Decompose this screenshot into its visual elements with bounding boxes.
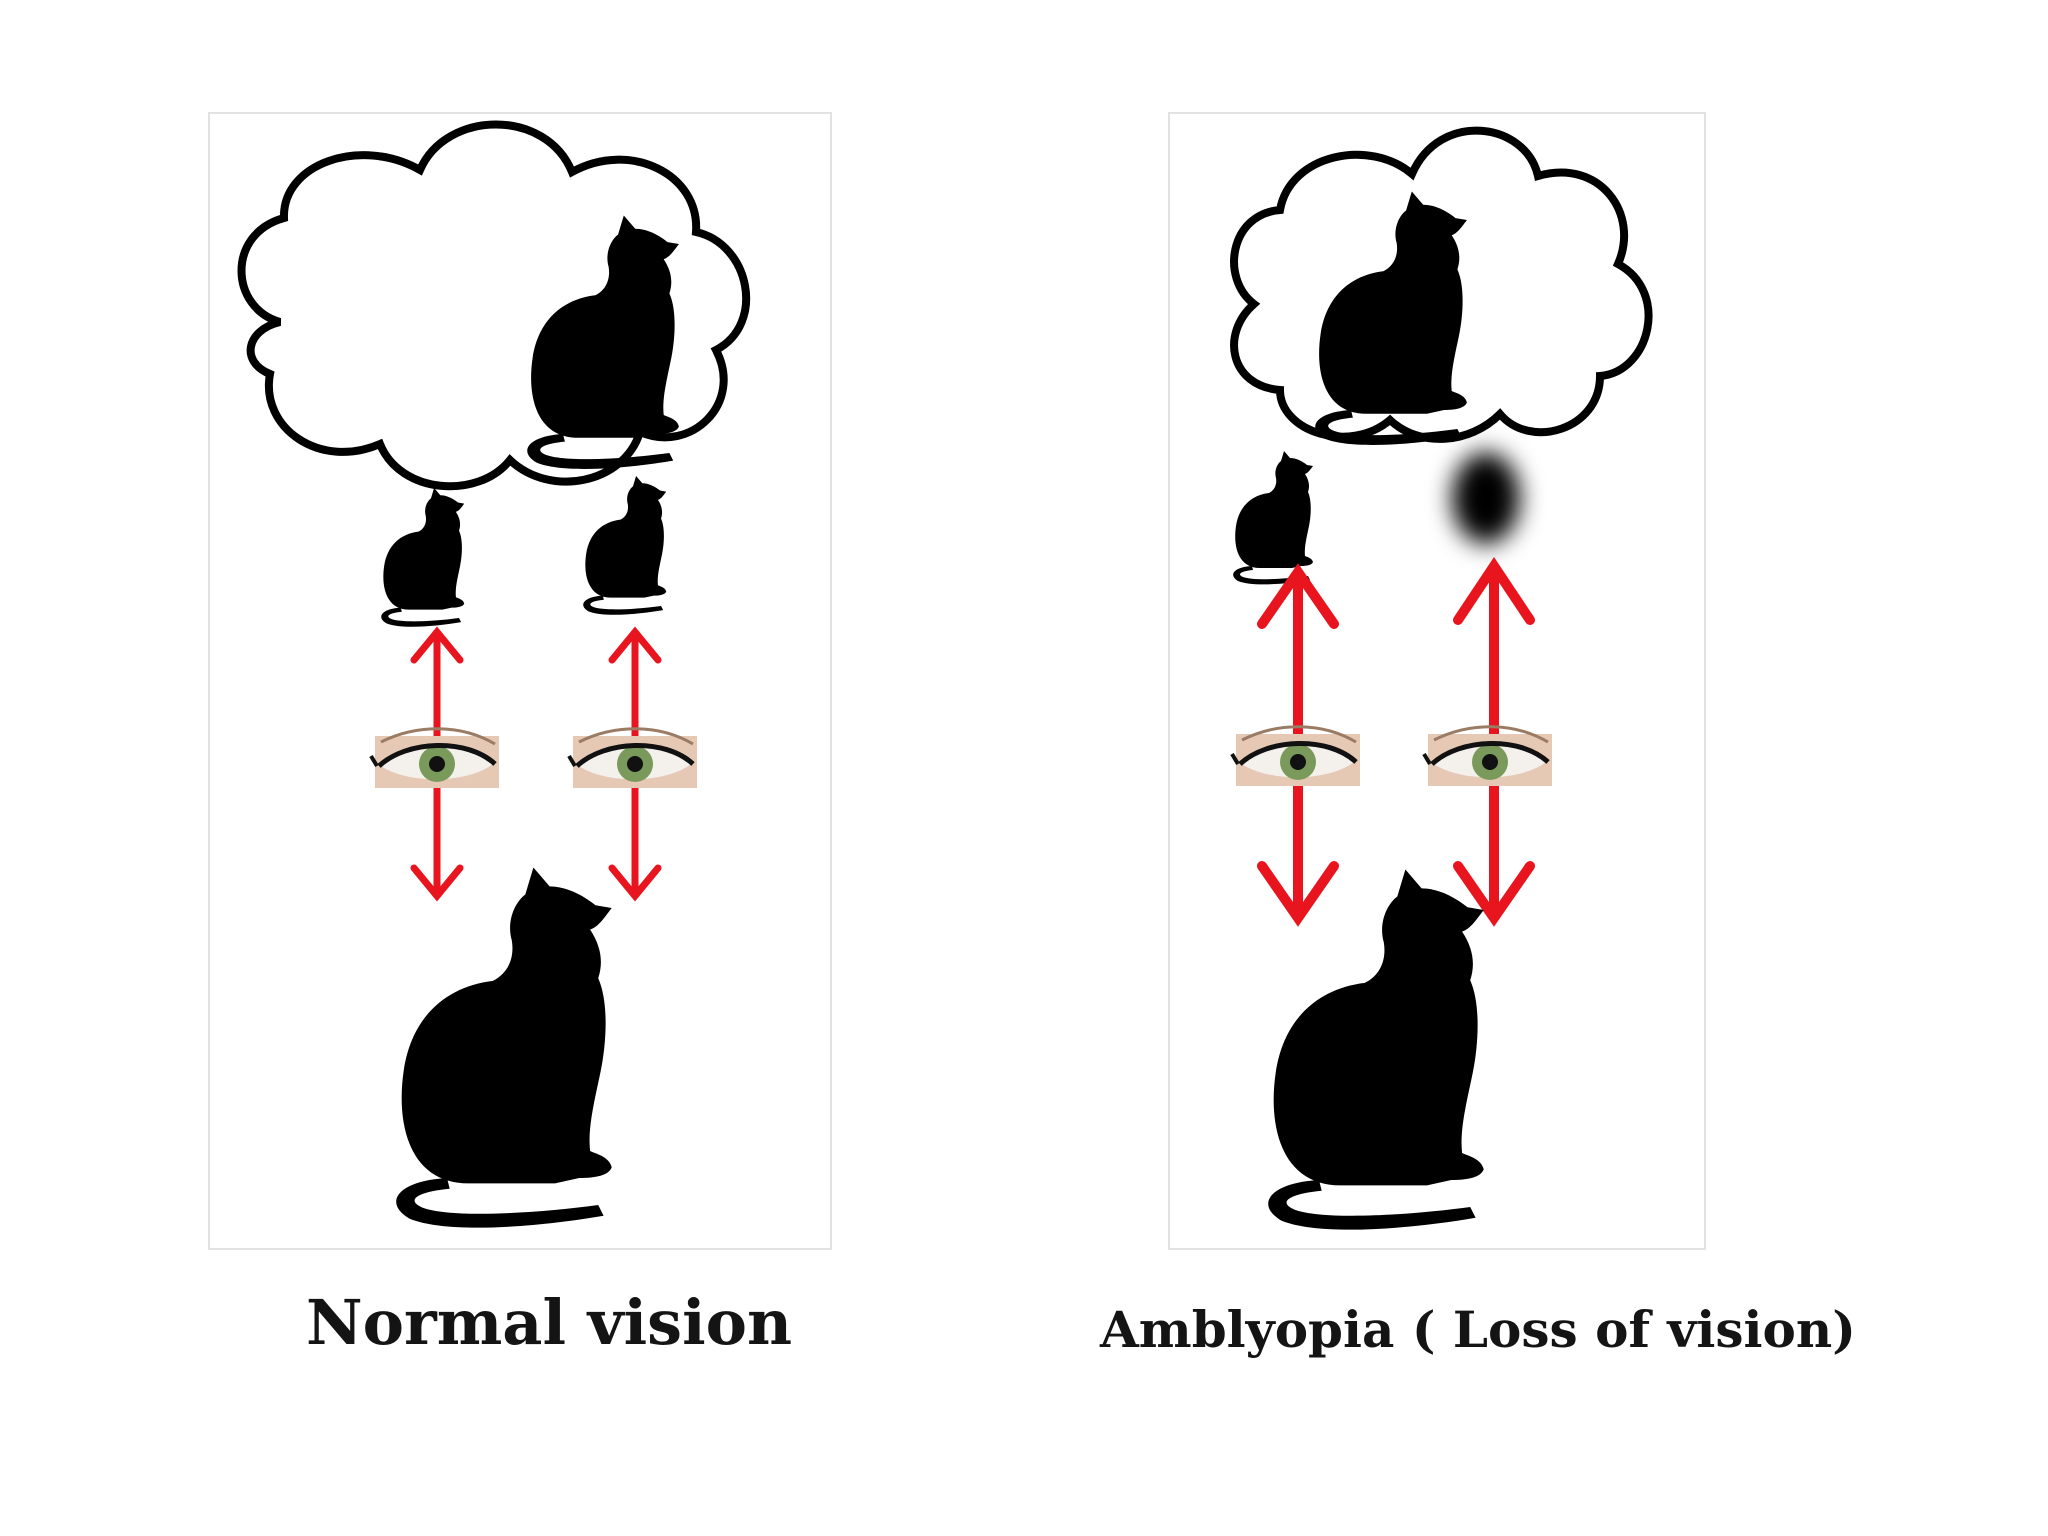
amblyopia-panel bbox=[1168, 112, 1706, 1250]
cat-silhouette-icon bbox=[583, 476, 667, 615]
cat-silhouette-icon bbox=[381, 488, 465, 627]
eye-icon bbox=[371, 729, 499, 788]
eye-icon bbox=[1424, 727, 1552, 786]
blurred-image-icon bbox=[1452, 452, 1520, 544]
cat-silhouette-icon bbox=[396, 867, 612, 1228]
eye-icon bbox=[569, 729, 697, 788]
cat-silhouette-icon bbox=[1268, 869, 1484, 1230]
eye-icon bbox=[1232, 727, 1360, 786]
cat-silhouette-icon bbox=[1233, 451, 1313, 585]
amblyopia-caption: Amblyopia ( Loss of vision) bbox=[1100, 1300, 1856, 1359]
normal-vision-panel bbox=[208, 112, 832, 1250]
normal-vision-caption: Normal vision bbox=[306, 1286, 793, 1359]
